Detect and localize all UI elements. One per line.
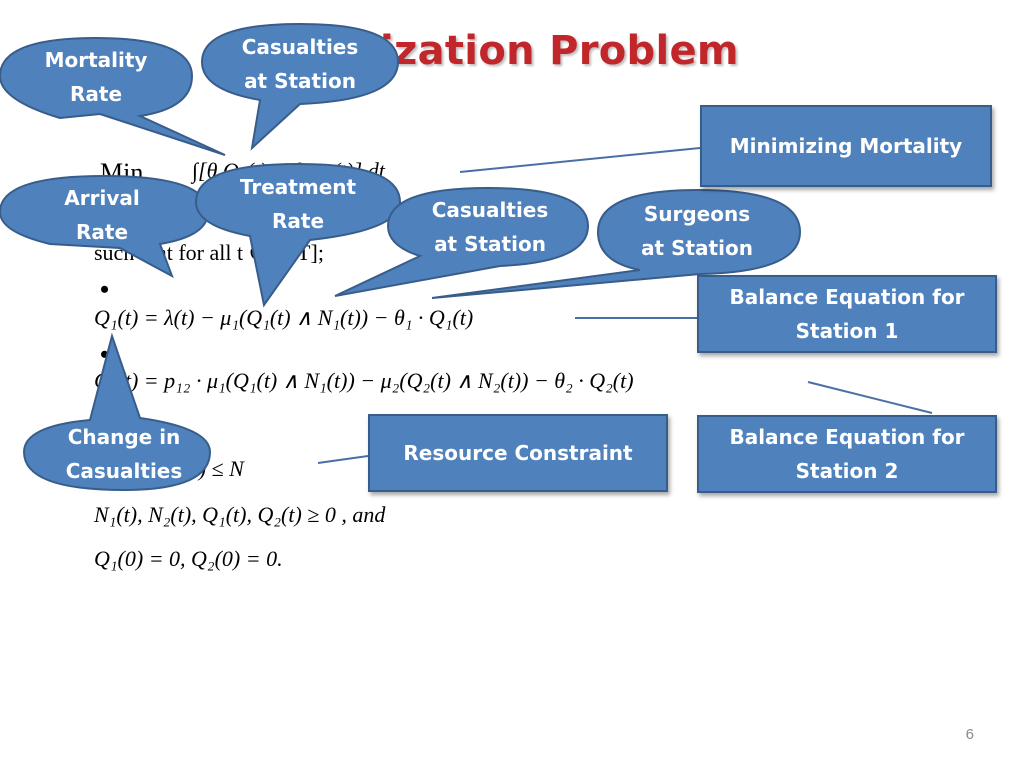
- connector-balance2: [807, 381, 933, 414]
- callout-surgeons-line2: at Station: [641, 236, 753, 260]
- callout-treatment-rate: [194, 162, 402, 308]
- connector-minimizing: [459, 147, 701, 173]
- callout-treatment-line1: Treatment: [240, 175, 357, 199]
- callout-casualties-mid: [334, 186, 590, 297]
- box-minimizing-mortality: Minimizing Mortality: [700, 105, 992, 187]
- callout-surgeons: [431, 188, 802, 299]
- derivative-dot-2: •: [100, 340, 110, 369]
- page-number: 6: [965, 726, 974, 743]
- callout-casualties-mid-line1: Casualties: [432, 198, 549, 222]
- derivative-dot-1: •: [100, 275, 110, 304]
- balance-equation-1: Q₁(t) = λ(t) − μ₁(Q₁(t) ∧ N₁(t)) − θ₁ · …: [94, 305, 474, 330]
- callout-change-line2: Casualties: [66, 459, 183, 483]
- callout-treatment-line2: Rate: [272, 209, 324, 233]
- callout-casualties-top: [200, 22, 400, 151]
- callout-mortality-line2: Rate: [70, 82, 122, 106]
- callout-mortality-line1: Mortality: [45, 48, 148, 72]
- box-resource-constraint: Resource Constraint: [368, 414, 668, 492]
- callout-change-casualties: [22, 332, 212, 492]
- callout-casualties-top-line1: Casualties: [242, 35, 359, 59]
- initial-conditions: Q₁(0) = 0, Q₂(0) = 0.: [94, 546, 283, 571]
- nonnegativity-constraint: N₁(t), N₂(t), Q₁(t), Q₂(t) ≥ 0 , and: [94, 502, 386, 527]
- box-balance-station-1: Balance Equation for Station 1: [697, 275, 997, 353]
- callout-arrival-line2: Rate: [76, 220, 128, 244]
- box-balance-station-2: Balance Equation for Station 2: [697, 415, 997, 493]
- balance-equation-2: Q₂(t) = p₁₂ · μ₁(Q₁(t) ∧ N₁(t)) − μ₂(Q₂(…: [94, 368, 634, 393]
- callout-mortality-rate: [0, 36, 226, 156]
- callout-arrival-line1: Arrival: [64, 186, 139, 210]
- callout-casualties-top-line2: at Station: [244, 69, 356, 93]
- connector-resource: [317, 455, 369, 464]
- callout-change-line1: Change in: [68, 425, 181, 449]
- callout-arrival-rate: [0, 174, 210, 279]
- callout-casualties-mid-line2: at Station: [434, 232, 546, 256]
- slide-title: ization Problem: [380, 28, 739, 74]
- callout-surgeons-line1: Surgeons: [644, 202, 750, 226]
